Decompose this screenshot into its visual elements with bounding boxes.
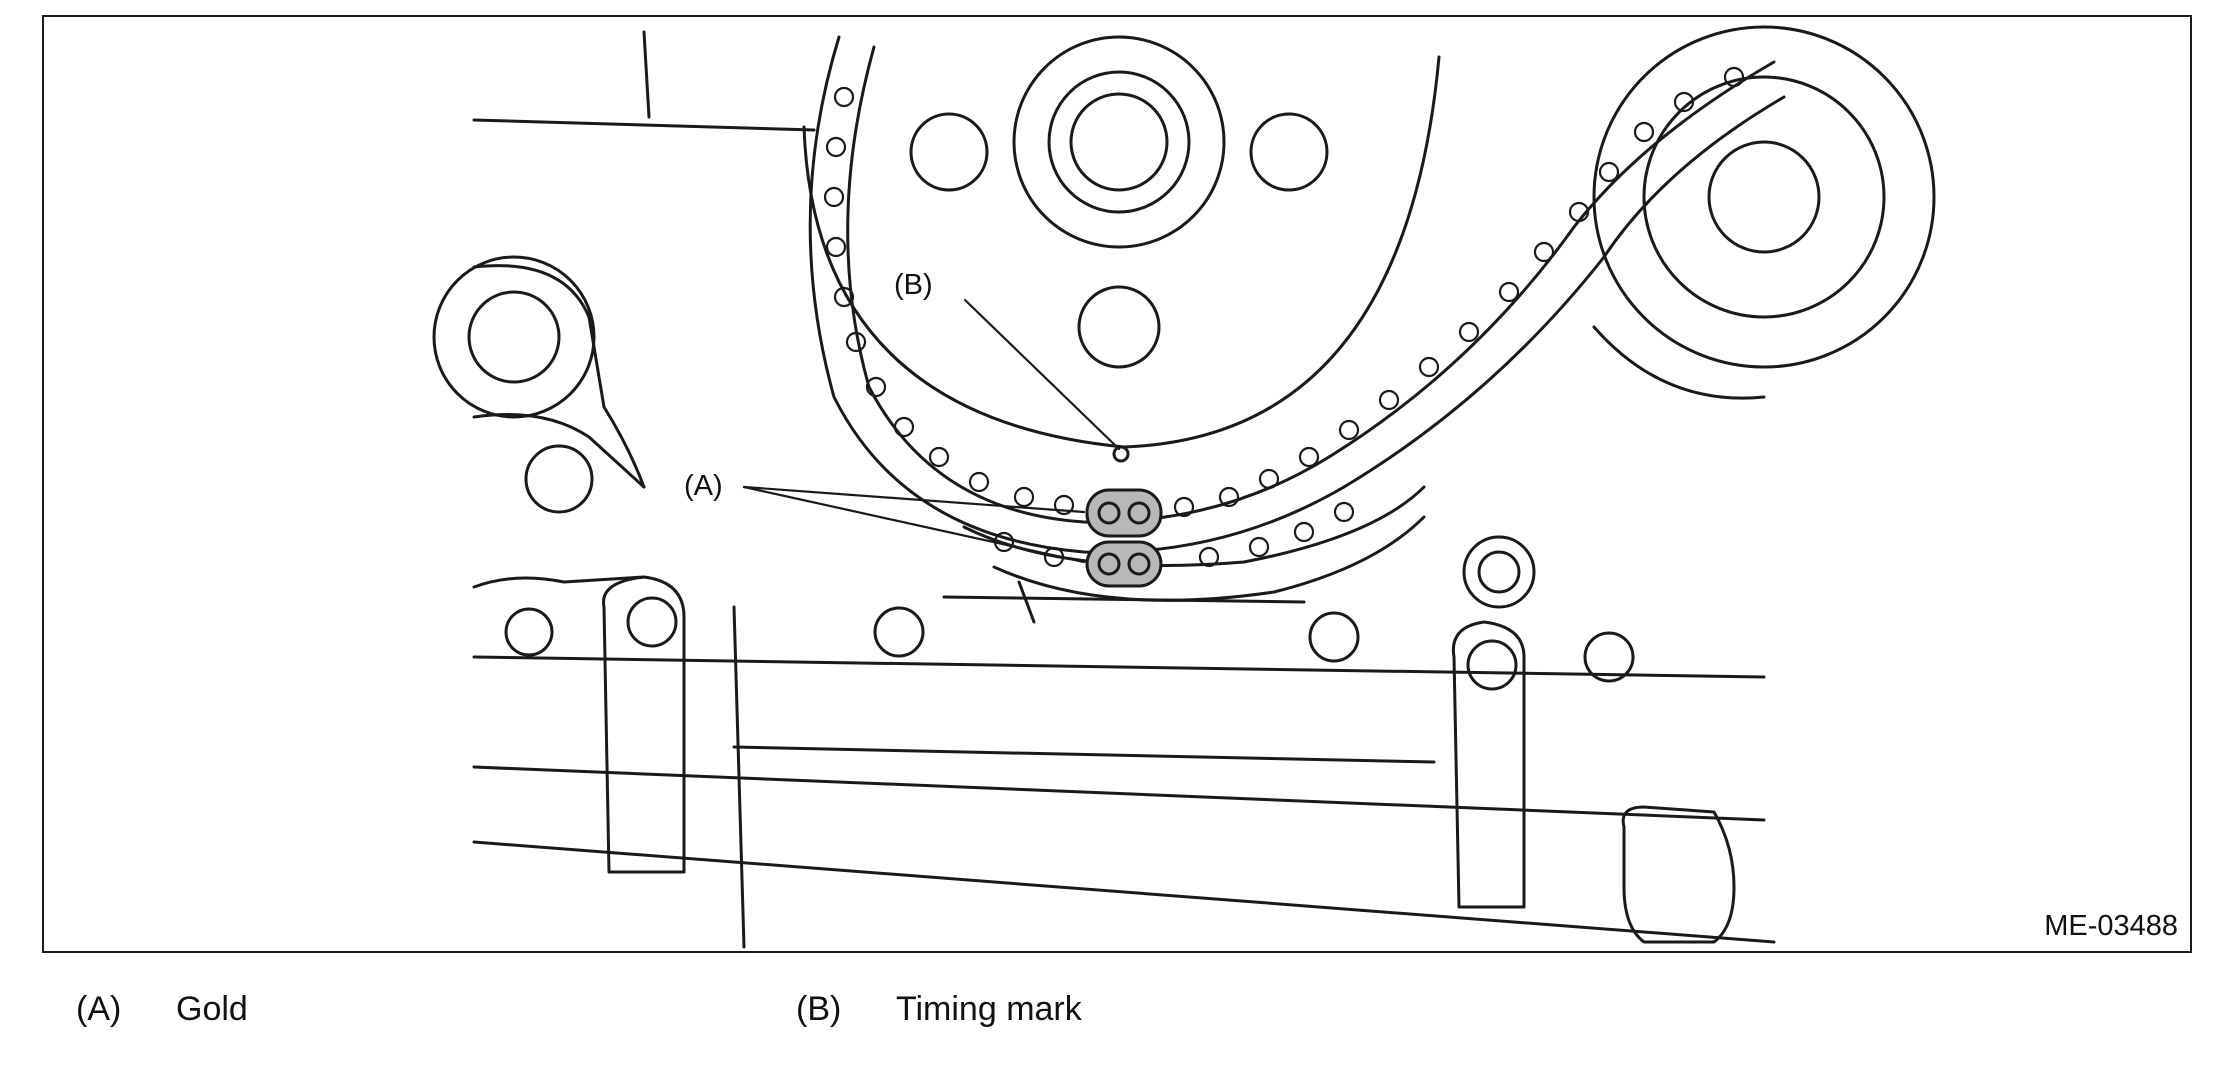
callout-label-a: (A)	[684, 470, 723, 502]
figure-frame: (B) (A) ME-03488	[42, 15, 2192, 953]
legend-item-gold: (A) Gold	[76, 990, 248, 1029]
gold-chain-links	[1085, 488, 1163, 588]
callout-label-b: (B)	[894, 269, 933, 301]
camshaft-sprocket-right	[1592, 25, 1936, 400]
legend-key: (A)	[76, 990, 122, 1028]
legend-key: (B)	[796, 990, 842, 1028]
chain-rollers	[823, 66, 1745, 568]
legend-text: Gold	[176, 990, 248, 1028]
timing-mark	[1112, 445, 1130, 463]
legend-item-timing-mark: (B) Timing mark	[796, 990, 1082, 1029]
crank-pulley	[1621, 805, 1736, 944]
engine-block-outline	[432, 30, 1776, 949]
figure-code: ME-03488	[2044, 910, 2178, 942]
gold-link-lower	[1085, 540, 1163, 588]
gold-link-upper	[1085, 488, 1163, 538]
timing-chain-drawing: (B) (A)	[432, 25, 1936, 949]
idler-boss	[1462, 535, 1536, 609]
legend-text: Timing mark	[896, 990, 1082, 1028]
mounting-bracket	[602, 575, 1526, 909]
callout-leaders	[742, 298, 1121, 564]
camshaft-sprocket-left	[802, 35, 1441, 449]
timing-chain	[808, 35, 1786, 624]
